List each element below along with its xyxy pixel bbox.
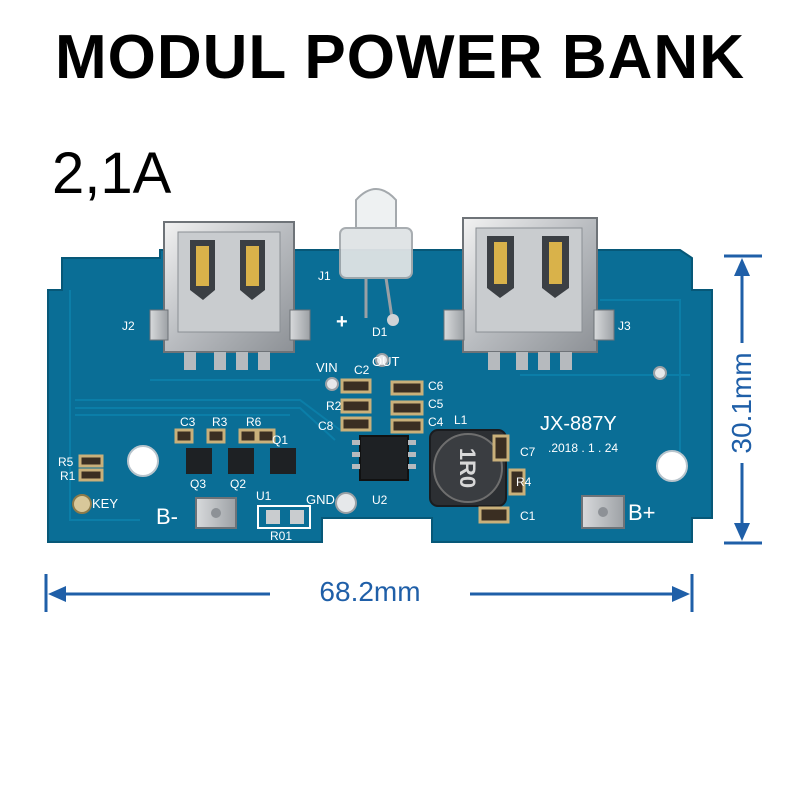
usb-port-right	[443, 217, 615, 370]
label-r1: R1	[60, 469, 76, 483]
label-c8: C8	[318, 419, 334, 433]
label-d1: D1	[372, 325, 388, 339]
via-gnd	[335, 492, 357, 514]
via-out	[375, 353, 389, 367]
label-r4: R4	[516, 475, 532, 489]
label-r3: R3	[212, 415, 228, 429]
label-c7: C7	[520, 445, 536, 459]
label-j3: J3	[618, 319, 631, 333]
label-q1: Q1	[272, 433, 288, 447]
label-c2: C2	[354, 363, 370, 377]
label-b-minus: B-	[156, 504, 178, 529]
label-j1: J1	[318, 269, 331, 283]
label-gnd: GND	[306, 492, 335, 507]
led-d1	[339, 188, 413, 326]
mount-hole-left	[127, 445, 159, 477]
label-l1: L1	[454, 413, 468, 427]
via-vin	[325, 377, 339, 391]
mosfet-q3	[186, 448, 212, 474]
mount-hole-right	[656, 450, 688, 482]
page-title: MODUL POWER BANK	[55, 23, 745, 92]
key-pad	[72, 494, 92, 514]
via-right	[653, 366, 667, 380]
silkscreen: J1 J2 J3 D1 + VIN OUT C2 C6 C5 C4 C8 R2 …	[58, 269, 656, 543]
ic-u2	[359, 435, 409, 481]
label-j2: J2	[122, 319, 135, 333]
width-dimension-label: 68.2mm	[270, 576, 470, 608]
label-r2: R2	[326, 399, 342, 413]
usb-port-left	[149, 221, 311, 370]
ic-u2-pins	[352, 440, 416, 469]
pcb-traces	[69, 290, 690, 521]
label-plus: +	[336, 311, 348, 333]
label-c1: C1	[520, 509, 536, 523]
height-dimension-label: 30.1mm	[722, 343, 762, 463]
label-r01: R01	[270, 529, 292, 543]
label-b-plus: B+	[628, 500, 656, 525]
r01-footprint	[257, 505, 311, 529]
inductor-l1: 1R0	[429, 429, 507, 507]
smd-components	[78, 378, 526, 524]
mosfet-q2	[228, 448, 254, 474]
label-c4: C4	[428, 415, 444, 429]
label-vin: VIN	[316, 360, 338, 375]
label-r6: R6	[246, 415, 262, 429]
mosfet-q1	[270, 448, 296, 474]
label-u2: U2	[372, 493, 388, 507]
inductor-marking: 1R0	[455, 448, 480, 488]
current-rating-label: 2,1A	[52, 141, 172, 206]
label-c3: C3	[180, 415, 196, 429]
board-model: JX-887Y	[540, 413, 617, 435]
label-c5: C5	[428, 397, 444, 411]
label-u1: U1	[256, 489, 272, 503]
board-date: .2018 . 1 . 24	[548, 441, 618, 455]
label-out: OUT	[372, 354, 400, 369]
label-key: KEY	[92, 496, 118, 511]
label-c6: C6	[428, 379, 444, 393]
label-q3: Q3	[190, 477, 206, 491]
label-r5: R5	[58, 455, 74, 469]
label-q2: Q2	[230, 477, 246, 491]
